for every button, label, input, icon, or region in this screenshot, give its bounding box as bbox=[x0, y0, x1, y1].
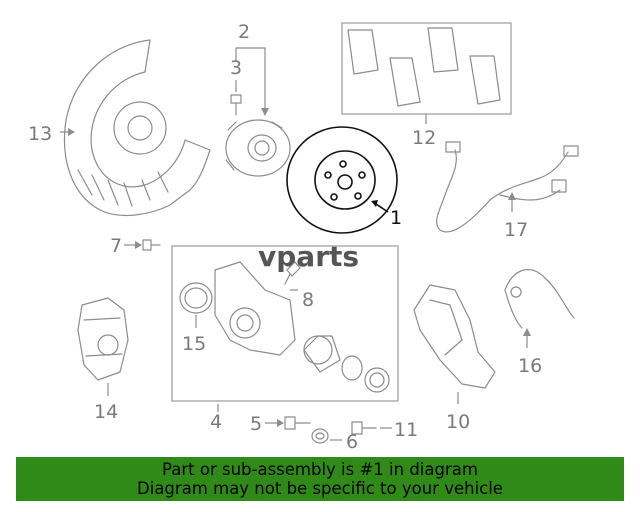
callout-4: 4 bbox=[210, 411, 222, 433]
parts-diagram: 13 2 3 1 12 bbox=[28, 21, 579, 453]
callout-15: 15 bbox=[182, 333, 206, 355]
bleeder-part-8 bbox=[284, 261, 301, 285]
seal-part-15 bbox=[179, 282, 213, 314]
callout-1: 1 bbox=[390, 207, 402, 229]
callout-2: 2 bbox=[238, 21, 250, 43]
watermark-logo: vparts bbox=[258, 240, 359, 273]
brake-caliper-part-4 bbox=[214, 261, 296, 356]
parking-brake-actuator-part-14 bbox=[77, 297, 129, 381]
caliper-bracket-part-10 bbox=[413, 284, 496, 389]
callout-7: 7 bbox=[110, 235, 122, 257]
bolt-part-11 bbox=[351, 421, 377, 435]
arrowhead-13 bbox=[68, 128, 75, 136]
arrowhead-5 bbox=[277, 419, 284, 427]
callout-13: 13 bbox=[28, 123, 52, 145]
brake-pads-frame bbox=[341, 22, 512, 115]
bolt-part-7 bbox=[142, 239, 161, 251]
caliper-frame bbox=[171, 245, 399, 402]
notice-line-1: Part or sub-assembly is #1 in diagram bbox=[162, 460, 478, 479]
dust-shield-part-13 bbox=[63, 39, 211, 216]
brake-hose-part-16 bbox=[504, 268, 575, 329]
wheel-hub-part-2 bbox=[225, 119, 291, 177]
hub-bolt-part-3 bbox=[230, 94, 242, 116]
notice-line-2: Diagram may not be specific to your vehi… bbox=[137, 479, 503, 498]
leader-1 bbox=[375, 203, 389, 213]
callout-16: 16 bbox=[518, 355, 542, 377]
arrowhead-17 bbox=[508, 192, 516, 200]
notice-banner: Part or sub-assembly is #1 in diagram Di… bbox=[16, 457, 624, 501]
callout-3: 3 bbox=[230, 57, 242, 79]
callout-17: 17 bbox=[504, 219, 528, 241]
arrowhead-16 bbox=[523, 328, 531, 336]
leader-2 bbox=[235, 47, 266, 110]
bolt-part-5 bbox=[284, 416, 311, 430]
callout-14: 14 bbox=[94, 401, 118, 423]
callout-8: 8 bbox=[302, 289, 314, 311]
callout-11: 11 bbox=[394, 419, 418, 441]
abs-sensor-wire-part-17 bbox=[436, 141, 579, 233]
callout-10: 10 bbox=[446, 411, 470, 433]
arrowhead-2 bbox=[261, 108, 269, 116]
arrowhead-7 bbox=[135, 241, 142, 249]
callout-12: 12 bbox=[412, 127, 436, 149]
piston-and-seals bbox=[303, 335, 390, 393]
arrowhead-1 bbox=[371, 200, 378, 207]
bushing-part-6 bbox=[311, 428, 329, 444]
callout-6: 6 bbox=[346, 431, 358, 453]
brake-pads-part-12 bbox=[347, 27, 501, 107]
callout-5: 5 bbox=[250, 413, 262, 435]
brake-rotor-part-1 bbox=[286, 126, 398, 234]
